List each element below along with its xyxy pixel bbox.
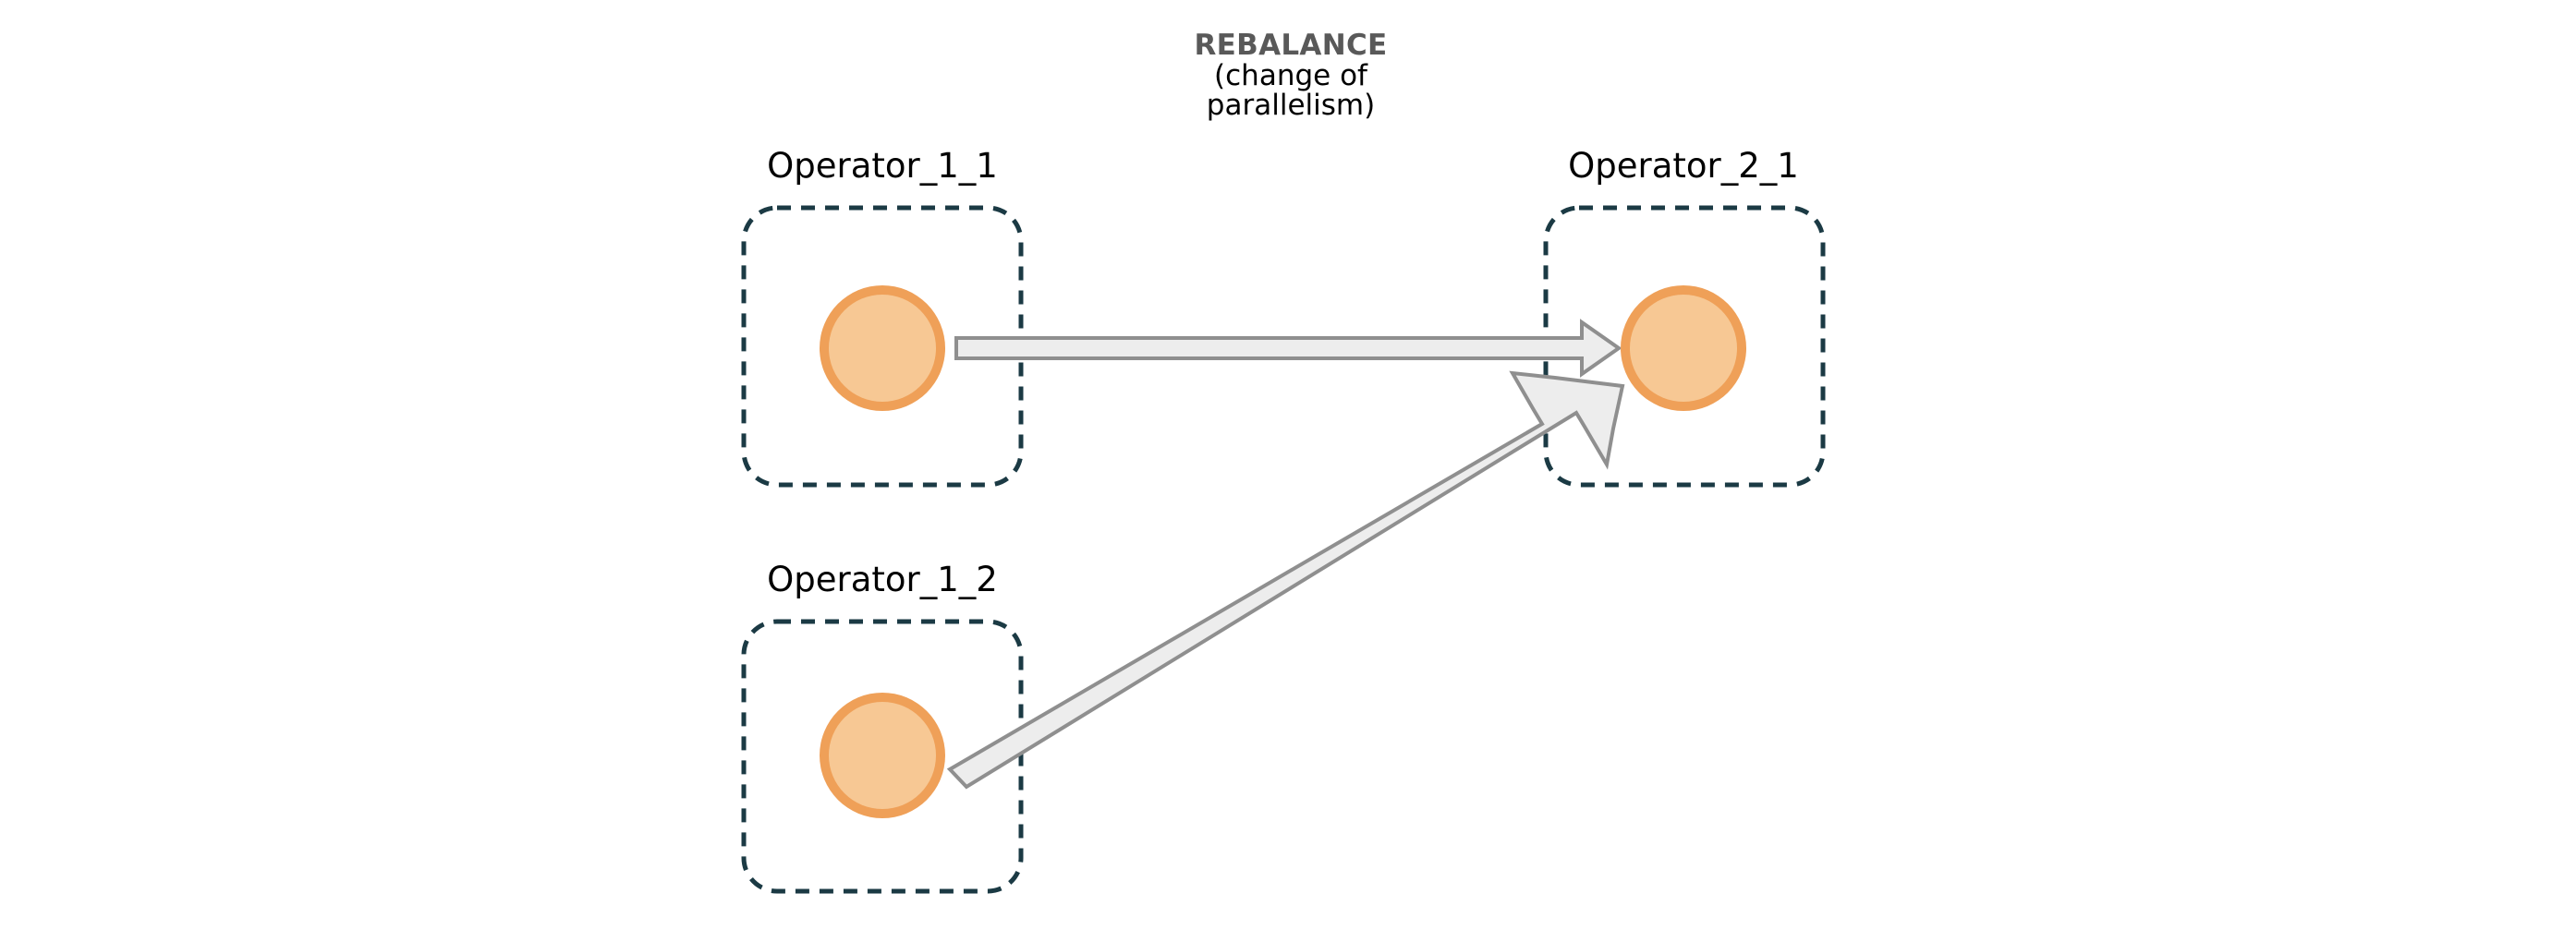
title-rebalance: REBALANCE (1195, 29, 1388, 62)
rebalance-arrow-diagonal (946, 370, 1625, 790)
rebalance-arrow-horizontal (954, 319, 1622, 378)
operator-task-circle-1-2 (829, 702, 936, 809)
label-operator-1-2: Operator_1_2 (767, 560, 998, 599)
edge-operator-1-2-to-operator-2-1[interactable] (946, 370, 1625, 790)
edge-operator-1-1-to-operator-2-1[interactable] (954, 319, 1622, 378)
operator-task-circle-2-1 (1630, 295, 1737, 402)
title-subtitle-line-2: parallelism) (1207, 89, 1375, 122)
title-subtitle-line-1: (change of (1214, 59, 1368, 92)
node-operator-1-1[interactable]: Operator_1_1 (741, 146, 1024, 488)
label-operator-2-1: Operator_2_1 (1568, 146, 1799, 186)
node-operator-1-2[interactable]: Operator_1_2 (741, 560, 1024, 894)
operator-slot-box-1-2 (741, 619, 1024, 894)
diagram-title-group: REBALANCE (change of parallelism) (1195, 29, 1388, 122)
label-operator-1-1: Operator_1_1 (767, 146, 998, 186)
node-operator-2-1-task (1621, 285, 1746, 411)
operator-task-circle-1-1 (829, 295, 936, 402)
